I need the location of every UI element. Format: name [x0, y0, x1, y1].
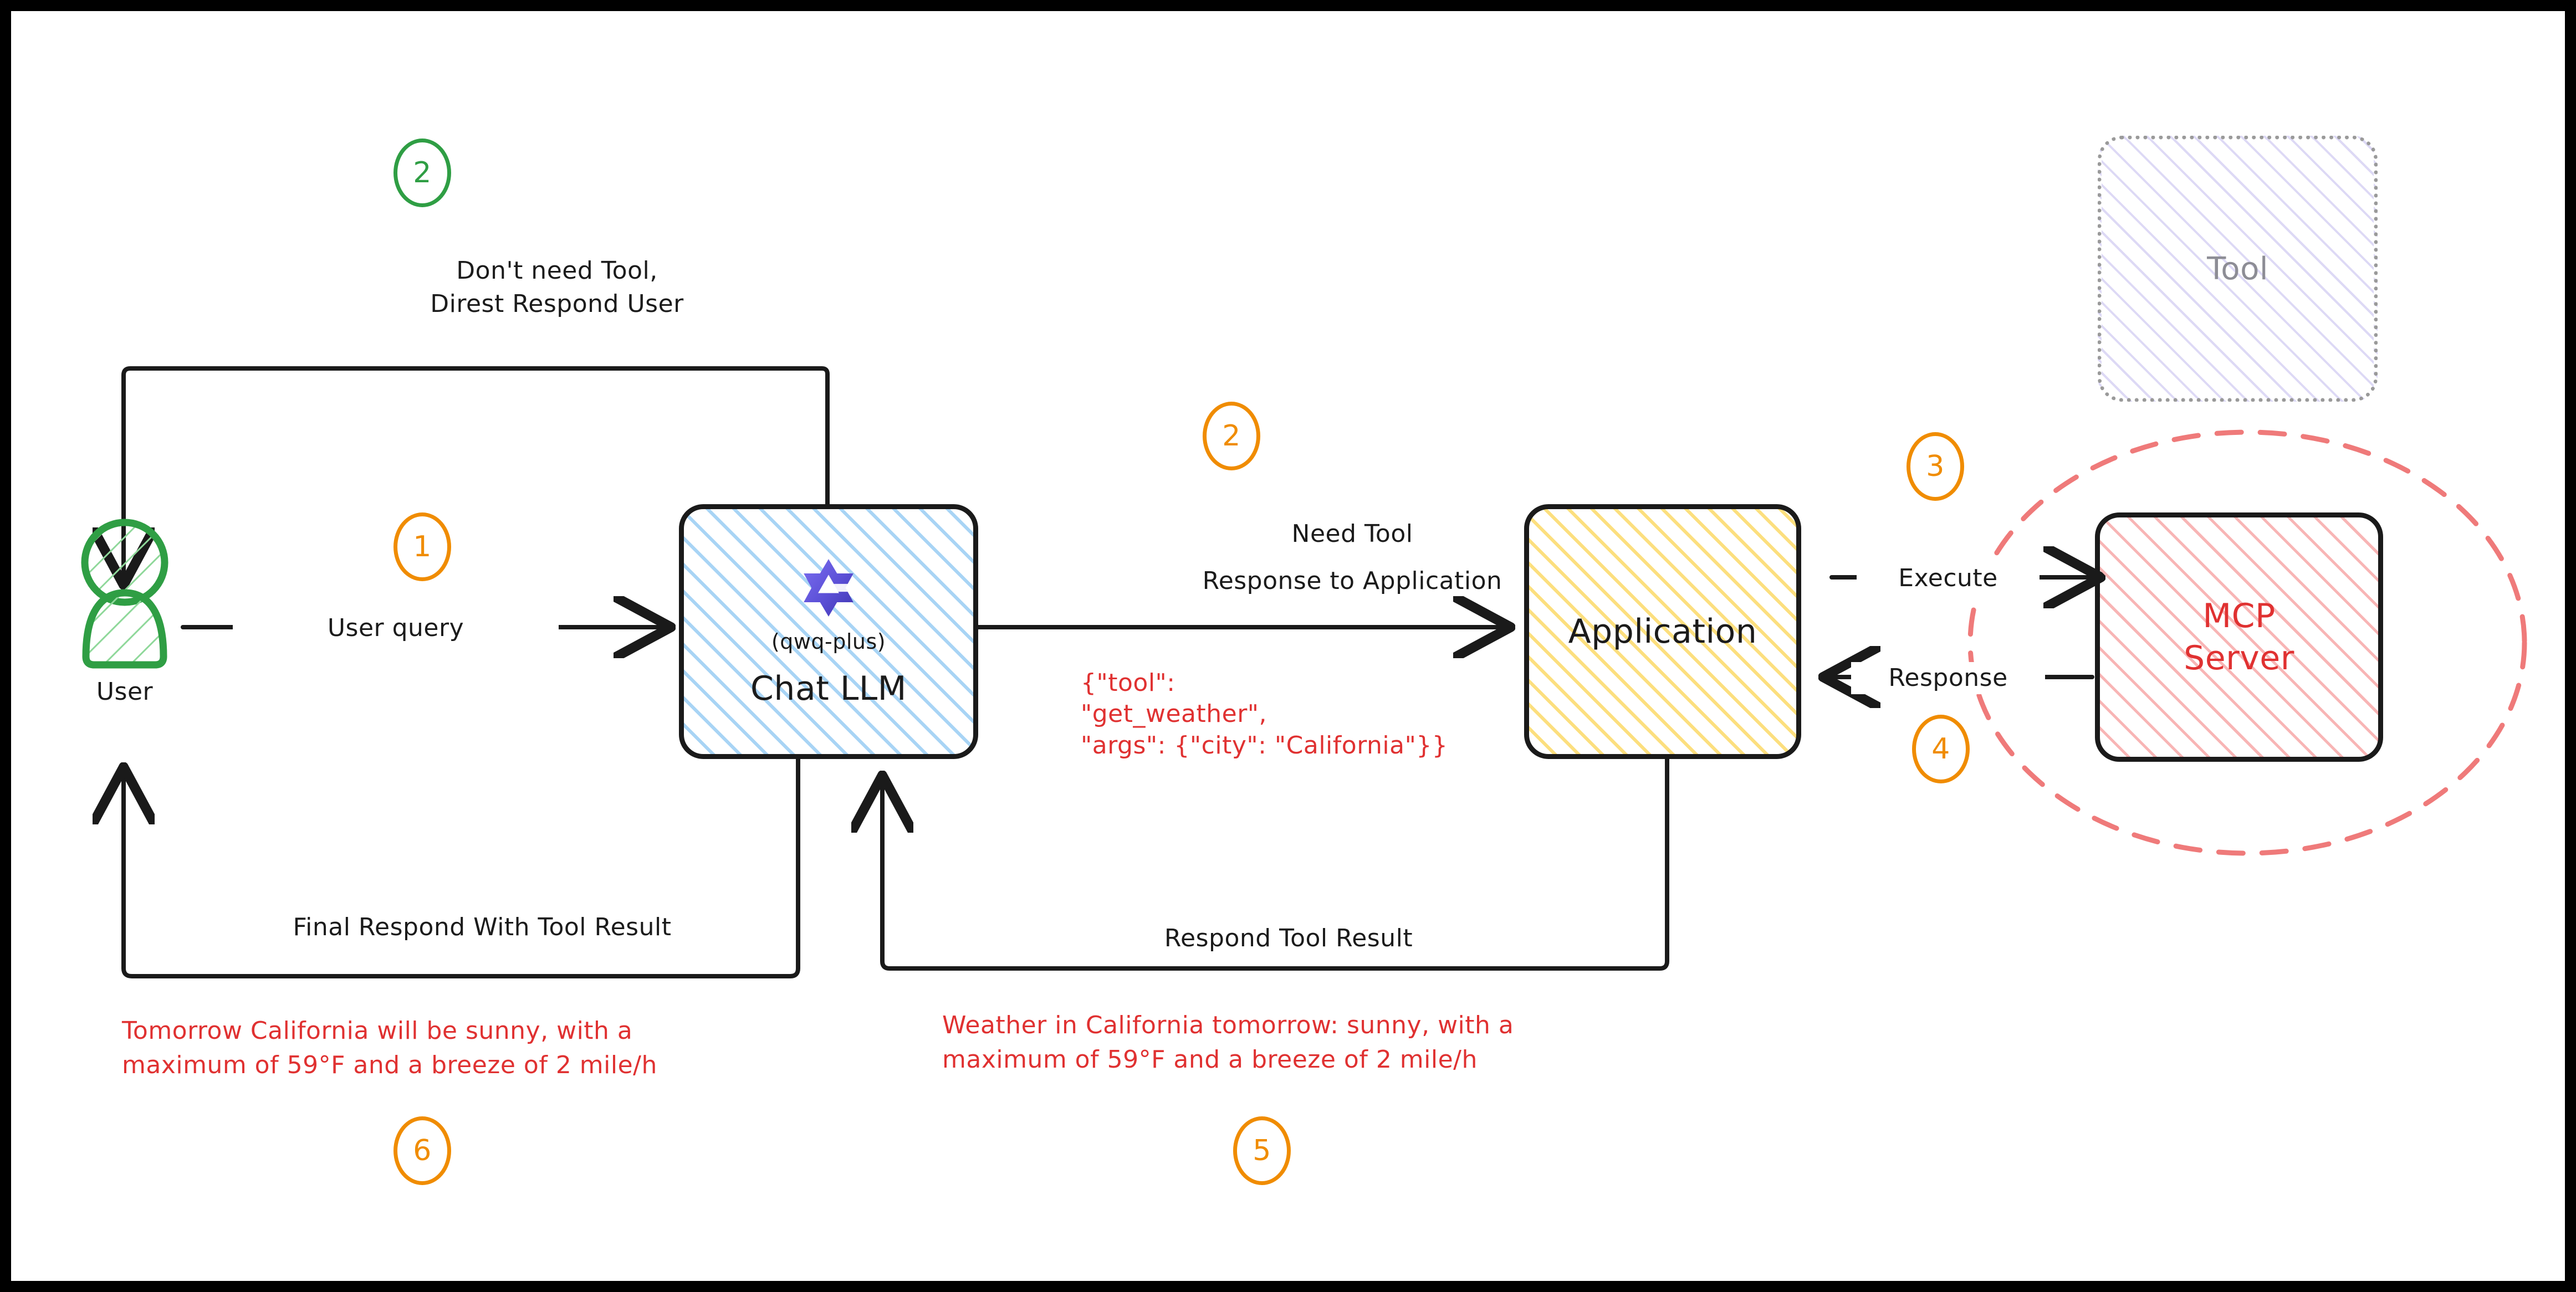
- tool-result-line2: maximum of 59°F and a breeze of 2 mile/h: [942, 1045, 1478, 1074]
- tool-result-line1: Weather in California tomorrow: sunny, w…: [942, 1011, 1514, 1039]
- edge-label-response: Response: [1851, 662, 2045, 695]
- step-badge-5[interactable]: 5: [1233, 1116, 1291, 1185]
- step-badge-6[interactable]: 6: [393, 1116, 451, 1185]
- final-answer-line1: Tomorrow California will be sunny, with …: [122, 1017, 633, 1045]
- edge-label-respond-tool-result: Respond Tool Result: [1164, 924, 1413, 952]
- edge-label-need-tool-line2: Response to Application: [1202, 567, 1502, 595]
- edge-respond-tool-result: [882, 757, 1669, 971]
- application-node[interactable]: Application: [1524, 504, 1801, 759]
- edge-label-need-tool-line1: Need Tool: [1291, 520, 1413, 548]
- step-badge-2-orange[interactable]: 2: [1203, 402, 1260, 470]
- edge-label-no-tool-line2: Direst Respond User: [430, 290, 684, 318]
- chat-llm-node[interactable]: (qwq-plus) Chat LLM: [679, 504, 978, 759]
- tool-call-line1: {"tool":: [1081, 669, 1175, 697]
- mcp-boundary-ellipse: [1967, 429, 2527, 856]
- edge-label-final-respond: Final Respond With Tool Result: [293, 913, 672, 941]
- tool-result-payload: Weather in California tomorrow: sunny, w…: [942, 1008, 1690, 1078]
- user-node[interactable]: User: [44, 510, 205, 731]
- step-badge-1[interactable]: 1: [393, 512, 451, 581]
- step-badge-3[interactable]: 3: [1907, 432, 1964, 501]
- chat-llm-subtitle: (qwq-plus): [771, 629, 886, 654]
- final-answer-payload: Tomorrow California will be sunny, with …: [122, 1014, 842, 1083]
- mcp-server-title-line2: Server: [2184, 639, 2294, 678]
- edge-direct-respond: [124, 366, 830, 576]
- tool-node[interactable]: Tool: [2098, 136, 2378, 402]
- tool-call-payload: {"tool": "get_weather", "args": {"city":…: [1081, 668, 1568, 761]
- chat-llm-title: Chat LLM: [750, 669, 907, 708]
- user-person-icon: [81, 519, 168, 669]
- step-badge-2-green[interactable]: 2: [393, 139, 451, 207]
- qwen-logo-icon: [804, 559, 853, 617]
- edge-label-execute: Execute: [1857, 562, 2040, 595]
- edge-final-respond: [124, 757, 800, 978]
- edge-label-no-tool-line1: Don't need Tool,: [456, 257, 658, 285]
- tool-title: Tool: [2207, 250, 2268, 287]
- step-badge-4[interactable]: 4: [1912, 715, 1970, 783]
- tool-call-line2: "get_weather",: [1081, 700, 1267, 729]
- final-answer-line2: maximum of 59°F and a breeze of 2 mile/h: [122, 1051, 657, 1080]
- diagram-canvas: User (qwq-plus) Chat LLM Application MCP…: [11, 11, 2565, 1281]
- application-title: Application: [1568, 612, 1757, 651]
- mcp-server-title-line1: MCP: [2202, 597, 2276, 635]
- user-label: User: [96, 678, 154, 706]
- mcp-server-node[interactable]: MCP Server: [2095, 512, 2383, 762]
- tool-call-line3: "args": {"city": "California"}}: [1081, 731, 1448, 760]
- edge-label-user-query: User query: [233, 612, 559, 645]
